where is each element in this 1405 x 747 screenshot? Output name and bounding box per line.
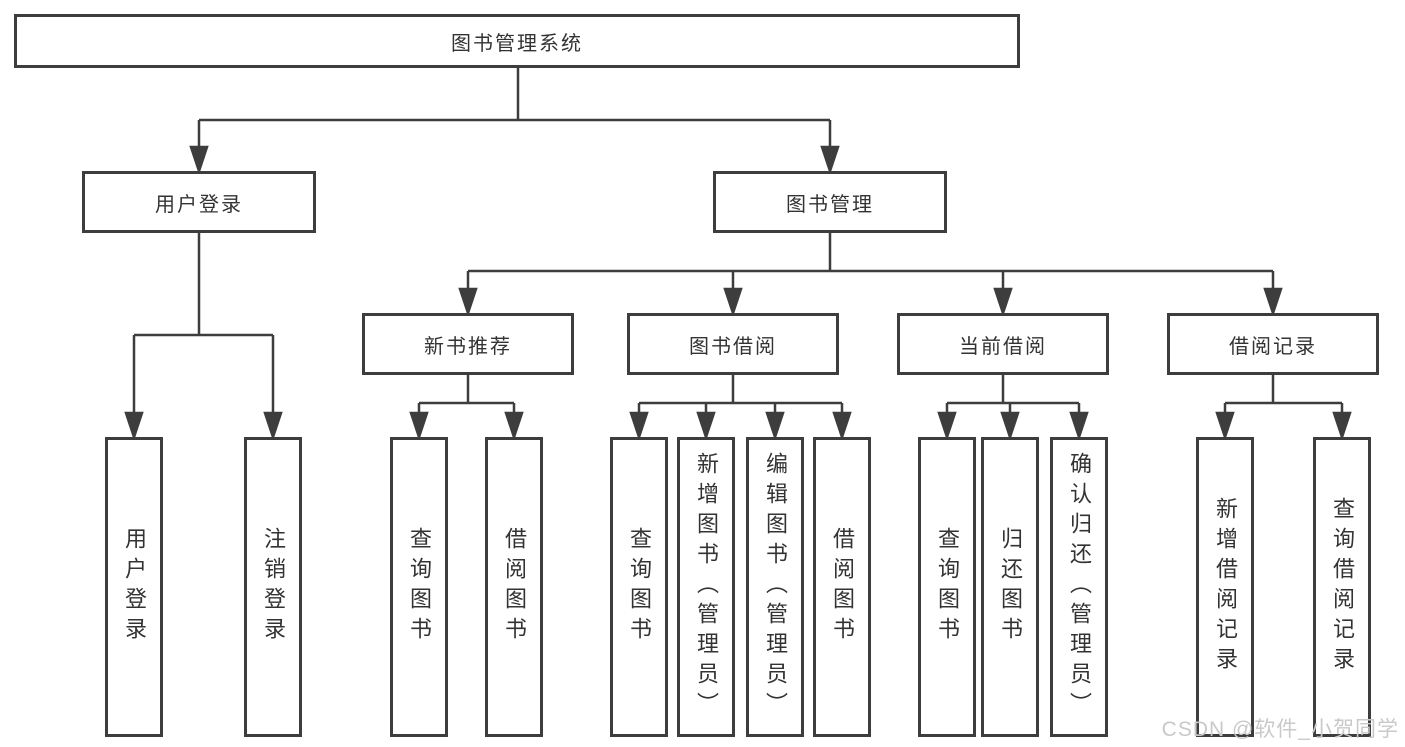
node-borrow-record: 借阅记录 xyxy=(1167,313,1379,375)
node-user-login: 用户登录 xyxy=(82,171,316,233)
leaf-edit-book: 编辑图书（管理员） xyxy=(746,437,804,737)
connector-book-management-to-level3 xyxy=(458,233,1283,317)
connector-book-borrow-group xyxy=(629,375,852,441)
node-book-borrow: 图书借阅 xyxy=(627,313,839,375)
leaf-add-borrow-record: 新增借阅记录 xyxy=(1196,437,1254,737)
node-current-borrow-label: 当前借阅 xyxy=(959,335,1047,358)
leaf-query-book-current-label: 查询图书 xyxy=(935,527,960,647)
leaf-add-borrow-record-label: 新增借阅记录 xyxy=(1213,497,1238,677)
node-book-borrow-label: 图书借阅 xyxy=(689,335,777,358)
leaf-user-login-label: 用户登录 xyxy=(122,527,147,647)
node-new-book-recommend-label: 新书推荐 xyxy=(424,335,512,358)
node-current-borrow: 当前借阅 xyxy=(897,313,1109,375)
leaf-query-book-recommend-label: 查询图书 xyxy=(407,527,432,647)
leaf-query-book-borrow-label: 查询图书 xyxy=(627,527,652,647)
leaf-borrow-book-recommend-label: 借阅图书 xyxy=(502,527,527,647)
node-new-book-recommend: 新书推荐 xyxy=(362,313,574,375)
leaf-query-borrow-record: 查询借阅记录 xyxy=(1313,437,1371,737)
leaf-logout: 注销登录 xyxy=(244,437,302,737)
leaf-logout-label: 注销登录 xyxy=(261,527,286,647)
leaf-query-book-recommend: 查询图书 xyxy=(390,437,448,737)
node-root-label: 图书管理系统 xyxy=(451,32,583,55)
leaf-confirm-return-label: 确认归还（管理员） xyxy=(1067,452,1092,722)
leaf-query-book-current: 查询图书 xyxy=(918,437,976,737)
leaf-return-book-label: 归还图书 xyxy=(998,527,1023,647)
leaf-query-borrow-record-label: 查询借阅记录 xyxy=(1330,497,1355,677)
leaf-borrow-book-recommend: 借阅图书 xyxy=(485,437,543,737)
leaf-borrow-book: 借阅图书 xyxy=(813,437,871,737)
leaf-confirm-return: 确认归还（管理员） xyxy=(1050,437,1108,737)
leaf-user-login: 用户登录 xyxy=(105,437,163,737)
leaf-edit-book-label: 编辑图书（管理员） xyxy=(763,452,788,722)
leaf-add-book-label: 新增图书（管理员） xyxy=(694,452,719,722)
connector-new-book-recommend-group xyxy=(409,375,524,441)
connector-borrow-record-group xyxy=(1215,375,1352,441)
leaf-borrow-book-label: 借阅图书 xyxy=(830,527,855,647)
node-book-management: 图书管理 xyxy=(713,171,947,233)
leaf-query-book-borrow: 查询图书 xyxy=(610,437,668,737)
node-root: 图书管理系统 xyxy=(14,14,1020,68)
csdn-watermark: CSDN @软件_小贺同学 xyxy=(1161,718,1399,741)
connector-current-borrow-group xyxy=(937,375,1089,441)
leaf-return-book: 归还图书 xyxy=(981,437,1039,737)
connector-user-login-group xyxy=(124,233,283,441)
connector-root-to-level2 xyxy=(189,68,840,175)
node-user-login-label: 用户登录 xyxy=(155,193,243,216)
node-book-management-label: 图书管理 xyxy=(786,193,874,216)
leaf-add-book: 新增图书（管理员） xyxy=(677,437,735,737)
node-borrow-record-label: 借阅记录 xyxy=(1229,335,1317,358)
